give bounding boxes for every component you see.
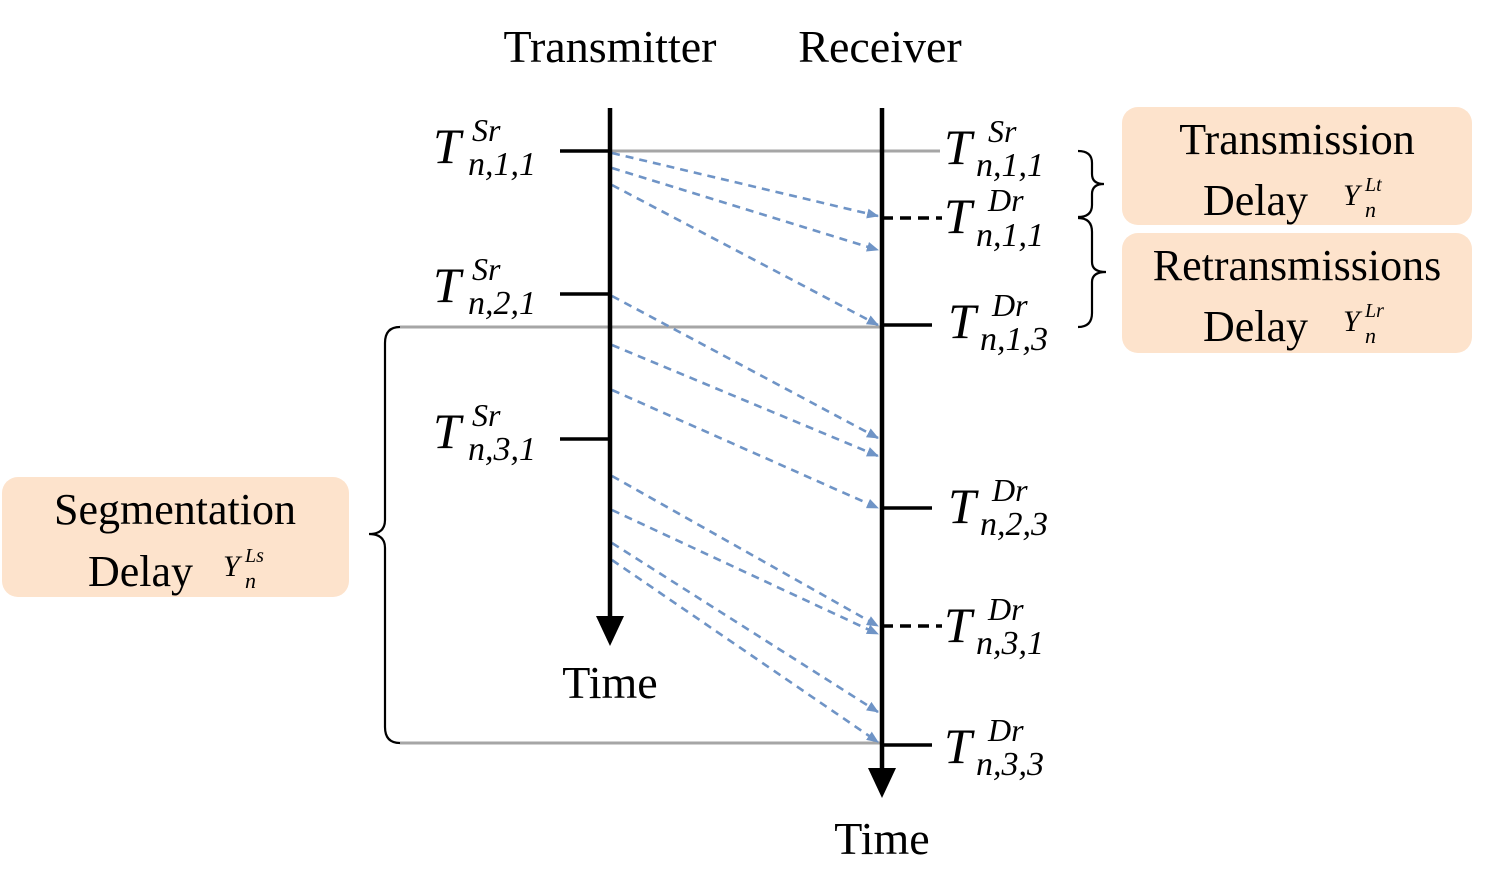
- svg-text:T: T: [433, 257, 464, 313]
- brace-segmentation: [368, 325, 401, 745]
- recv-label-sr-1-1: T Sr n,1,1: [944, 113, 1044, 184]
- segmentation-delay-box: Segmentation Delay Y Ls n: [2, 477, 349, 597]
- svg-text:n,2,1: n,2,1: [468, 285, 536, 322]
- svg-text:Dr: Dr: [991, 472, 1028, 508]
- svg-text:n,1,1: n,1,1: [976, 147, 1044, 184]
- svg-text:Dr: Dr: [991, 287, 1028, 323]
- svg-text:n,1,1: n,1,1: [976, 217, 1044, 254]
- receiver-time-label: Time: [834, 813, 929, 864]
- send-label-3: T Sr n,3,1: [433, 397, 536, 468]
- svg-text:Sr: Sr: [472, 397, 501, 433]
- recv-label-dr-3-1: T Dr n,3,1: [944, 591, 1044, 662]
- arrow-3-1-d: [611, 558, 879, 744]
- svg-text:Dr: Dr: [987, 182, 1024, 218]
- svg-text:n,1,1: n,1,1: [468, 146, 536, 183]
- svg-text:T: T: [433, 403, 464, 459]
- retransmissions-delay-word: Delay: [1203, 302, 1308, 351]
- arrow-3-1-c: [611, 541, 879, 714]
- svg-text:n,3,1: n,3,1: [976, 625, 1044, 662]
- svg-text:Y: Y: [223, 550, 243, 583]
- svg-text:n,3,1: n,3,1: [468, 431, 536, 468]
- svg-text:T: T: [944, 718, 975, 774]
- svg-text:n: n: [1365, 323, 1376, 348]
- svg-text:Y: Y: [1343, 305, 1363, 338]
- svg-text:Sr: Sr: [472, 112, 501, 148]
- svg-text:T: T: [948, 293, 979, 349]
- transmission-delay-box-bg: [1122, 107, 1472, 225]
- transmitter-time-arrowhead: [596, 616, 624, 646]
- retransmissions-delay-title: Retransmissions: [1153, 241, 1441, 290]
- arrow-2-1-a: [611, 294, 879, 440]
- recv-label-dr-2-3: T Dr n,2,3: [948, 472, 1048, 543]
- recv-label-dr-1-3: T Dr n,1,3: [948, 287, 1048, 358]
- svg-text:n,3,3: n,3,3: [976, 746, 1044, 783]
- svg-text:T: T: [944, 597, 975, 653]
- transmission-arrows: [611, 151, 879, 744]
- svg-text:Y: Y: [1343, 179, 1363, 212]
- segmentation-delay-title: Segmentation: [54, 485, 296, 534]
- svg-text:Sr: Sr: [472, 251, 501, 287]
- svg-text:Dr: Dr: [987, 712, 1024, 748]
- recv-label-dr-3-3: T Dr n,3,3: [944, 712, 1044, 783]
- svg-text:T: T: [433, 118, 464, 174]
- svg-text:n,1,3: n,1,3: [980, 321, 1048, 358]
- svg-text:n: n: [1365, 197, 1376, 222]
- transmitter-time-label: Time: [562, 657, 657, 708]
- svg-text:n,2,3: n,2,3: [980, 506, 1048, 543]
- send-label-2: T Sr n,2,1: [433, 251, 536, 322]
- segmentation-delay-word: Delay: [88, 547, 193, 596]
- arrow-3-1-a: [611, 474, 879, 628]
- svg-text:Sr: Sr: [988, 113, 1017, 149]
- transmission-delay-title: Transmission: [1179, 115, 1415, 164]
- receiver-time-arrowhead: [868, 768, 896, 798]
- segmentation-delay-box-bg: [2, 477, 349, 597]
- send-label-1: T Sr n,1,1: [433, 112, 536, 183]
- svg-text:n: n: [245, 568, 256, 593]
- transmitter-header: Transmitter: [504, 21, 717, 72]
- recv-label-dr-1-1: T Dr n,1,1: [944, 182, 1044, 254]
- brace-retransmissions: [1077, 216, 1107, 329]
- svg-text:Lt: Lt: [1364, 174, 1382, 196]
- arrow-1-1-a: [611, 151, 879, 219]
- arrow-2-1-c: [611, 388, 879, 510]
- svg-text:T: T: [944, 119, 975, 175]
- retransmissions-delay-box-bg: [1122, 233, 1472, 353]
- arrow-2-1-b: [611, 343, 879, 458]
- arrow-3-1-b: [611, 508, 879, 636]
- receiver-header: Receiver: [798, 21, 961, 72]
- svg-text:T: T: [944, 188, 975, 244]
- arrow-1-1-c: [611, 183, 879, 327]
- transmission-delay-word: Delay: [1203, 176, 1308, 225]
- svg-text:Ls: Ls: [244, 545, 264, 567]
- svg-text:T: T: [948, 478, 979, 534]
- retransmissions-delay-box: Retransmissions Delay Y Lr n: [1122, 233, 1472, 353]
- svg-text:Dr: Dr: [987, 591, 1024, 627]
- brace-transmission: [1077, 149, 1105, 219]
- transmission-delay-box: Transmission Delay Y Lt n: [1122, 107, 1472, 225]
- svg-text:Lr: Lr: [1364, 300, 1384, 322]
- arrow-1-1-b: [611, 166, 879, 252]
